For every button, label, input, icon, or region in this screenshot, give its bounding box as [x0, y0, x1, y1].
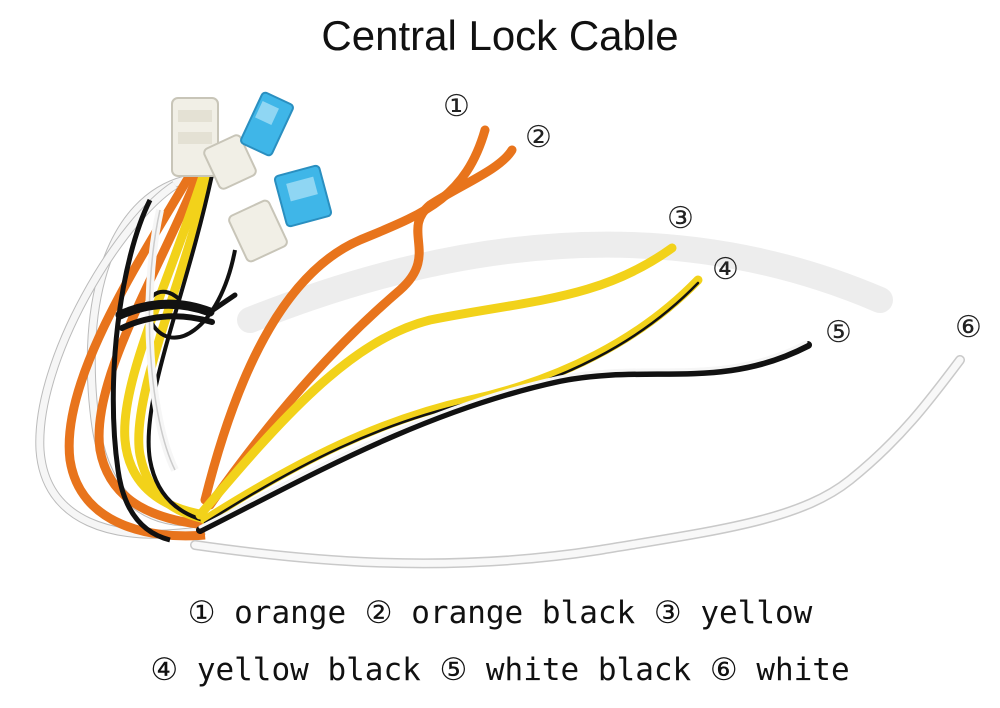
callout-1: ①	[443, 89, 470, 124]
wire-5-white-black	[196, 341, 812, 534]
callout-6: ⑥	[955, 310, 982, 345]
callout-4: ④	[712, 252, 739, 287]
wire-3-yellow	[195, 243, 677, 520]
callout-2: ②	[525, 120, 552, 155]
watermark	[237, 231, 893, 333]
connector-housing	[171, 97, 288, 263]
callout-5: ⑤	[825, 315, 852, 350]
wire-2-orange-black	[205, 145, 517, 510]
callout-3: ③	[667, 201, 694, 236]
wire-4-yellow-black	[200, 275, 703, 525]
legend-line-2: ④ yellow black ⑤ white black ⑥ white	[150, 652, 850, 688]
legend-line-1: ① orange ② orange black ③ yellow	[187, 595, 813, 631]
cable-tie	[115, 292, 238, 331]
blue-fuse-top	[240, 91, 294, 157]
wire-bundle	[35, 168, 237, 543]
page-title: Central Lock Cable	[321, 12, 679, 59]
blue-fuse-bottom	[273, 164, 333, 228]
